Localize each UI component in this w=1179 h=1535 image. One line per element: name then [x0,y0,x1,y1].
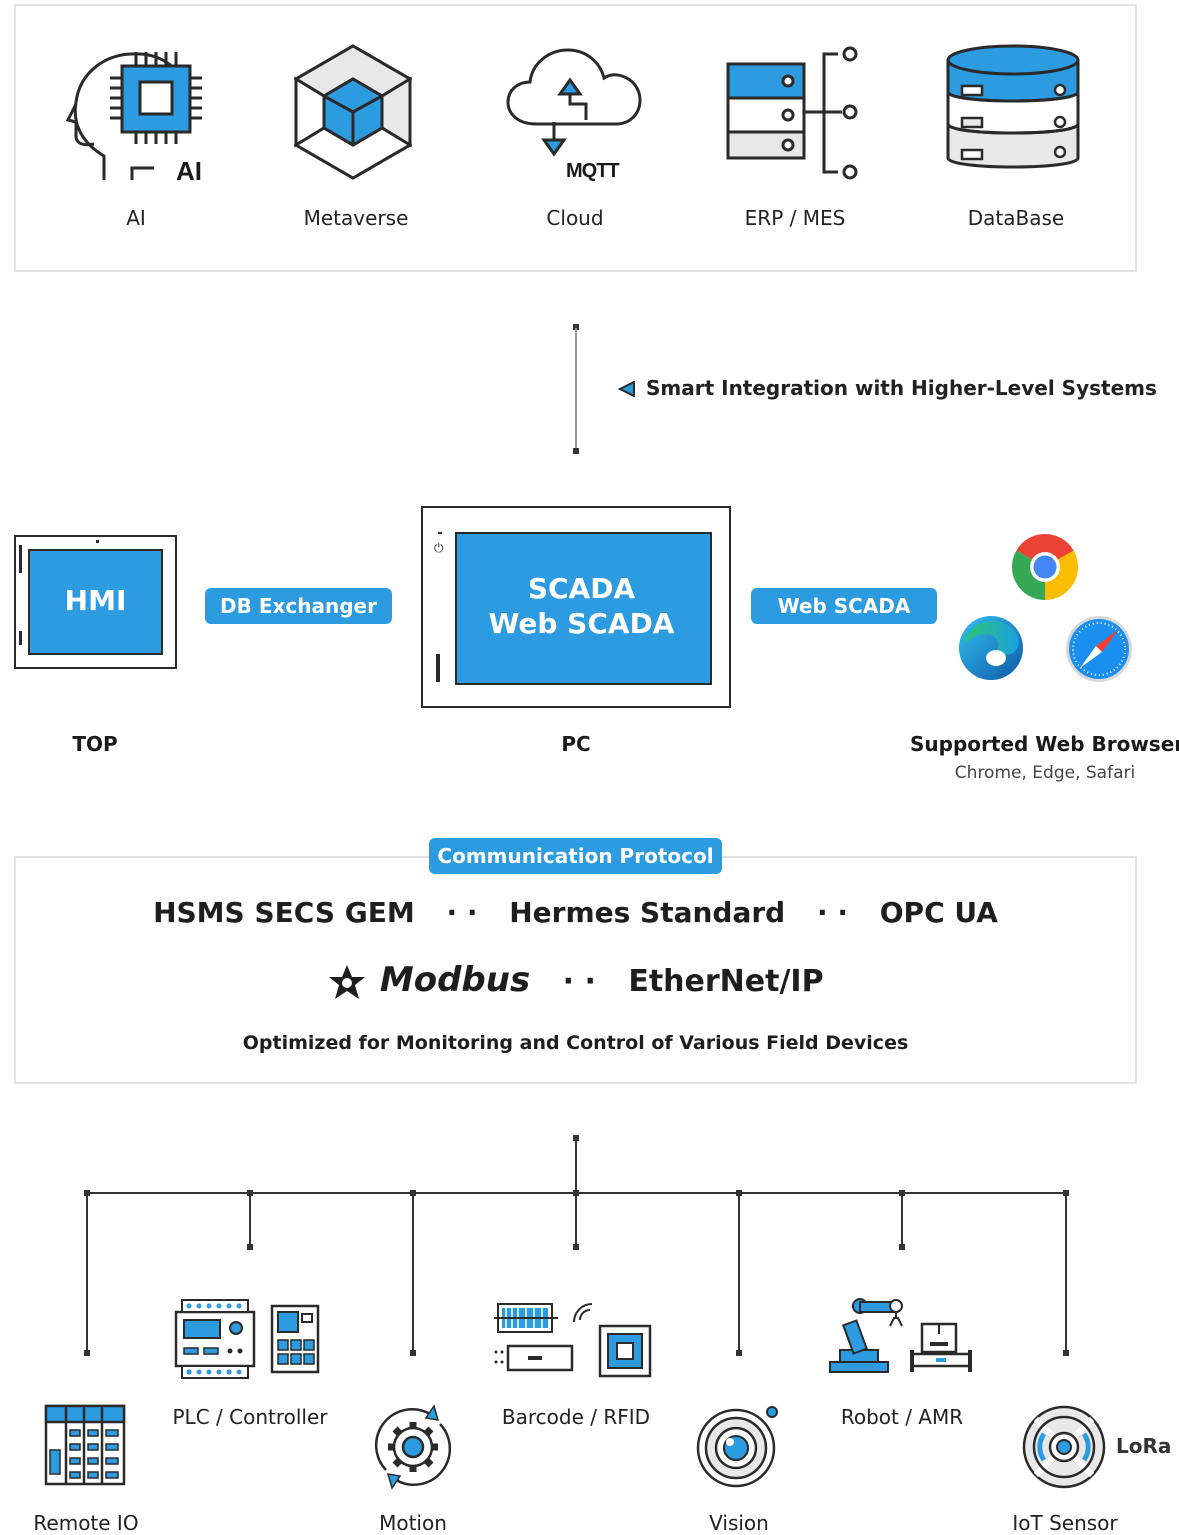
db-exchanger-badge: DB Exchanger [205,588,392,624]
server-network-icon [726,46,858,180]
pc-led [438,532,442,534]
power-icon: ⏻ [434,541,444,555]
branch-remote-io [86,1192,88,1354]
modbus-logo-icon [329,964,366,999]
protocol-opcua: OPC UA [879,896,998,929]
branch-robot [901,1192,903,1248]
protocol-ethernet-ip: EtherNet/IP [628,964,824,999]
label-iot-sensor: IoT Sensor [1012,1511,1118,1535]
label-remote-io: Remote IO [33,1511,139,1535]
label-top: TOP [72,732,118,756]
label-plc: PLC / Controller [172,1405,328,1429]
hmi-screen-text: HMI [64,584,127,617]
branch-plc [249,1192,251,1248]
iot-sensor-icon [1022,1405,1106,1489]
bus-dot-1 [84,1190,90,1196]
pc-slot-bar [436,654,440,682]
metaverse-cube-icon [294,44,412,180]
remote-io-icon [44,1404,126,1486]
bus-dot-2 [247,1190,253,1196]
pc-device: ⏻ [421,506,731,708]
branch-vision [738,1192,740,1354]
pc-screen-line2: Web SCADA [488,607,675,640]
hmi-device [14,535,177,669]
plc-controller-icon [174,1299,320,1379]
label-motion: Motion [379,1511,447,1535]
lora-badge: LoRa [1116,1434,1172,1458]
protocol-sep-2: · · [816,896,848,929]
protocol-sep-3: · · [562,964,596,999]
hmi-side-bar [19,545,22,573]
cloud-mqtt-icon [506,48,642,157]
bus-dot-6 [899,1190,905,1196]
pc-screen-line1: SCADA [527,572,636,605]
database-icon [946,44,1080,169]
higher-systems-panel [14,4,1137,272]
edge-icon [959,616,1023,680]
label-pc: PC [561,732,591,756]
protocol-line2: Modbus · · EtherNet/IP [0,960,1151,1003]
protocol-hermes: Hermes Standard [509,896,786,929]
web-scada-badge: Web SCADA [751,588,937,624]
integration-connector-line [575,328,577,450]
end-dot-barcode [573,1244,579,1250]
label-barcode: Barcode / RFID [501,1405,651,1429]
protocol-hsms: HSMS SECS GEM [153,896,415,929]
protocol-footer: Optimized for Monitoring and Control of … [242,1032,909,1054]
label-vision: Vision [709,1511,769,1535]
integration-label: Smart Integration with Higher-Level Syst… [646,376,1157,400]
vision-camera-icon [696,1406,778,1488]
hmi-screen [28,549,163,655]
branch-iot [1065,1192,1067,1354]
branch-barcode [575,1192,577,1248]
protocol-modbus: Modbus [379,960,531,1000]
protocol-sep-1: · · [446,896,478,929]
protocol-line1: HSMS SECS GEM · · Hermes Standard · · OP… [0,896,1151,929]
bus-dot-7 [1063,1190,1069,1196]
label-database: DataBase [967,206,1065,230]
mqtt-badge: MQTT [566,160,620,182]
tree-trunk-dot [573,1135,579,1141]
hmi-side-bar-2 [19,631,22,645]
ai-badge: AI [176,156,202,186]
browsers-title: Supported Web Browsers [910,732,1179,756]
browsers-subtitle: Chrome, Edge, Safari [954,763,1136,783]
connector-bottom-dot [573,448,579,454]
safari-icon [1066,616,1132,682]
pc-screen [455,532,712,685]
barcode-rfid-icon [494,1303,652,1378]
ai-head-chip-icon [66,52,202,180]
end-dot-remote-io [84,1350,90,1356]
label-robot: Robot / AMR [840,1405,964,1429]
end-dot-plc [247,1244,253,1250]
label-cloud: Cloud [546,206,604,230]
branch-motion [412,1192,414,1354]
end-dot-robot [899,1244,905,1250]
chrome-icon [1011,534,1079,600]
hmi-cam-dot [96,540,99,543]
label-metaverse: Metaverse [303,206,409,230]
tree-trunk [575,1138,577,1194]
end-dot-iot [1063,1350,1069,1356]
triangle-left-icon [618,381,635,397]
end-dot-vision [736,1350,742,1356]
protocol-badge: Communication Protocol [429,838,722,874]
bus-dot-3 [410,1190,416,1196]
end-dot-motion [410,1350,416,1356]
label-erp-mes: ERP / MES [744,206,846,230]
robot-amr-icon [829,1298,972,1373]
bus-dot-5 [736,1190,742,1196]
bus-dot-4 [573,1190,579,1196]
label-ai: AI [126,206,146,230]
connector-top-dot [573,324,579,330]
motion-gear-icon [374,1404,452,1490]
